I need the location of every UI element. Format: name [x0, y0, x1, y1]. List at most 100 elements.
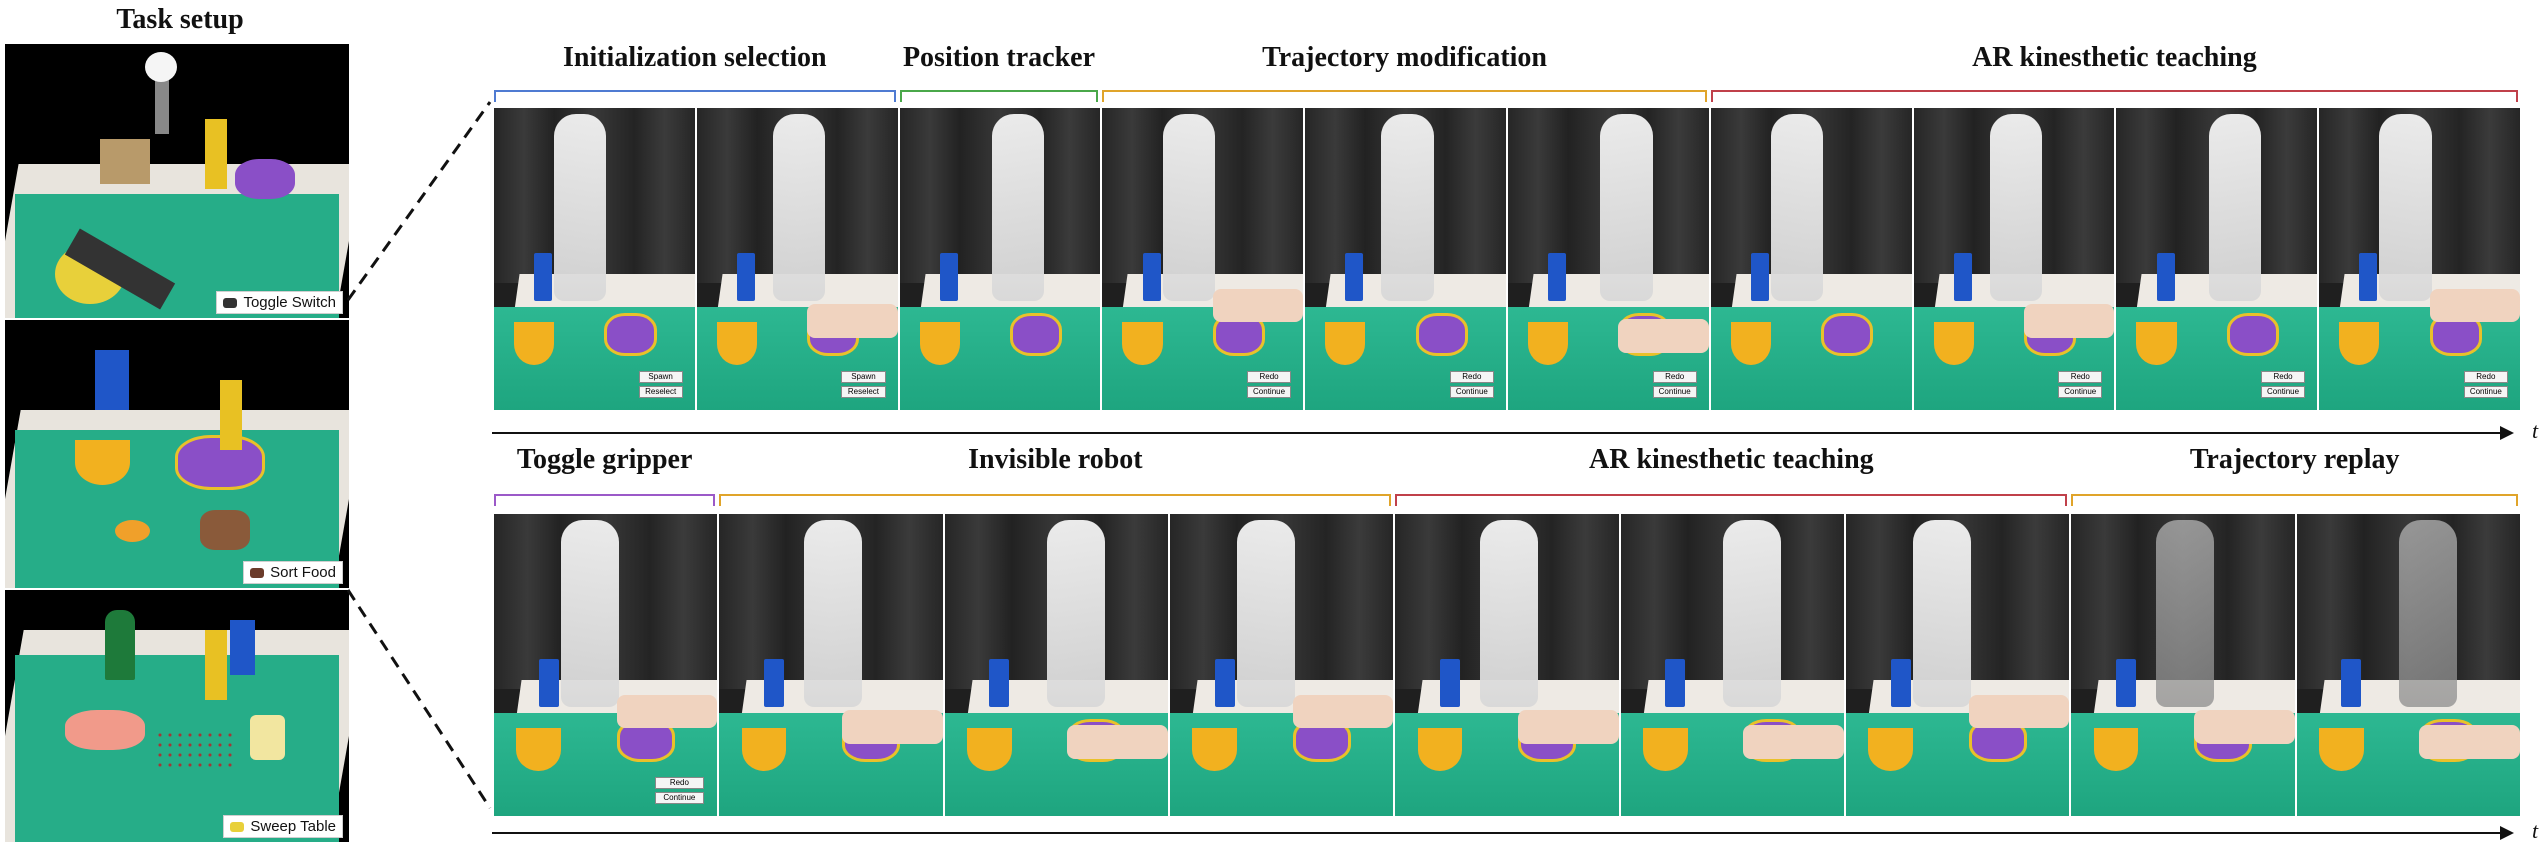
bottom-timeline-arrow	[492, 826, 2514, 840]
ar-ui-button[interactable]: Continue	[1449, 385, 1494, 398]
yellow-bowl	[2093, 728, 2139, 771]
top-frame	[1708, 108, 1912, 410]
ar-ui-button[interactable]: Continue	[654, 791, 704, 804]
task-image-toggle-switch: Toggle Switch	[5, 44, 349, 318]
bottom-frame	[2069, 514, 2295, 816]
bottom-frame	[1844, 514, 2070, 816]
ar-ui-button[interactable]: Continue	[2463, 385, 2508, 398]
ar-ui-button[interactable]: Continue	[1246, 385, 1292, 398]
ar-ui-button[interactable]: Redo	[1246, 370, 1292, 383]
yellow-bowl	[1528, 322, 1569, 365]
task-tag-sweep-table: Sweep Table	[223, 815, 343, 838]
top-phase-bracket	[1102, 90, 1707, 102]
robot-arm	[1162, 114, 1215, 302]
robot-arm	[2156, 520, 2215, 708]
ar-ui-button[interactable]: Redo	[2058, 370, 2103, 383]
yellow-bowl	[2136, 322, 2177, 365]
ar-ui-button[interactable]: Reselect	[841, 385, 886, 398]
ar-ui-button[interactable]: Continue	[2260, 385, 2306, 398]
bottom-phase-label: AR kinesthetic teaching	[1589, 444, 1874, 475]
robot-arm	[2208, 114, 2261, 302]
top-phase-bracket	[494, 90, 896, 102]
bottom-phase-label: Invisible robot	[968, 444, 1143, 475]
task-tag-toggle-switch: Toggle Switch	[216, 291, 343, 314]
blue-cup	[2359, 252, 2378, 302]
robot-arm	[560, 520, 620, 708]
ar-ui-button[interactable]: Spawn	[841, 370, 886, 383]
robot-arm	[1480, 520, 1539, 708]
robot-arm	[1600, 114, 1653, 302]
bottom-phase-bracket	[1395, 494, 2068, 506]
robot-arm	[1989, 114, 2043, 302]
robot-arm	[2379, 114, 2432, 302]
sweep-table-icon	[230, 822, 245, 833]
human-hand	[616, 695, 718, 729]
ar-ui-button[interactable]: Redo	[2463, 370, 2508, 383]
yellow-bowl	[966, 728, 1012, 771]
top-frame	[897, 108, 1101, 410]
yellow-bowl	[1192, 728, 1237, 771]
blue-cup	[1750, 252, 1770, 302]
purple-basket	[1821, 313, 1874, 356]
yellow-bowl	[919, 322, 960, 365]
robot-arm	[991, 114, 1045, 302]
bottom-frame	[1393, 514, 1619, 816]
bottom-frame	[2294, 514, 2520, 816]
robot-arm	[2399, 520, 2458, 708]
toggle-switch-icon	[223, 298, 238, 309]
ar-ui-button[interactable]: Continue	[1652, 385, 1697, 398]
top-phase-label: Initialization selection	[562, 42, 827, 73]
yellow-bowl	[1122, 322, 1163, 365]
task-tag-label: Toggle Switch	[243, 294, 336, 311]
yellow-bowl	[716, 322, 758, 365]
bottom-time-label: t	[2532, 818, 2539, 843]
robot-arm	[1236, 520, 1296, 708]
robot-arm	[554, 114, 607, 302]
blue-cup	[2156, 252, 2175, 302]
ar-ui-button[interactable]: Redo	[1652, 370, 1697, 383]
bottom-frame	[942, 514, 1168, 816]
bottom-phase-label: Trajectory replay	[2189, 444, 2400, 475]
robot-arm	[1047, 520, 1106, 708]
robot-arm	[1912, 520, 1972, 708]
yellow-bowl	[1325, 322, 1366, 365]
human-hand	[2024, 304, 2115, 338]
blue-cup	[736, 252, 756, 302]
yellow-bowl	[1730, 322, 1772, 365]
ar-ui-button[interactable]: Redo	[1449, 370, 1494, 383]
task-tag-sort-food: Sort Food	[243, 561, 343, 584]
blue-cup	[989, 658, 1010, 708]
blue-cup	[1665, 658, 1686, 708]
task-image-sweep-table: Sweep Table	[5, 590, 349, 842]
bottom-frame	[1618, 514, 1844, 816]
human-hand	[2429, 289, 2520, 323]
bottom-phase-label: Toggle gripper	[516, 444, 693, 475]
ar-ui-button[interactable]: Redo	[654, 776, 704, 789]
human-hand	[1743, 725, 1844, 759]
human-hand	[1518, 710, 1619, 744]
bottom-phase-bracket	[2071, 494, 2518, 506]
human-hand	[1067, 725, 1168, 759]
top-phase-bracket	[899, 90, 1099, 102]
ar-ui-button[interactable]: Continue	[2058, 385, 2103, 398]
task-image-sort-food: Sort Food	[5, 320, 349, 588]
blue-cup	[1345, 252, 1364, 302]
yellow-bowl	[1417, 728, 1463, 771]
ar-ui-button[interactable]: Redo	[2260, 370, 2306, 383]
blue-cup	[1548, 252, 1567, 302]
robot-arm	[1723, 520, 1782, 708]
ar-ui-button[interactable]: Spawn	[638, 370, 683, 383]
human-hand	[1968, 695, 2070, 729]
human-hand	[2419, 725, 2520, 759]
yellow-bowl	[1868, 728, 1913, 771]
ar-ui-button[interactable]: Reselect	[638, 385, 683, 398]
purple-basket	[1010, 313, 1063, 356]
top-phase-bracket	[1710, 90, 2518, 102]
human-hand	[842, 710, 943, 744]
